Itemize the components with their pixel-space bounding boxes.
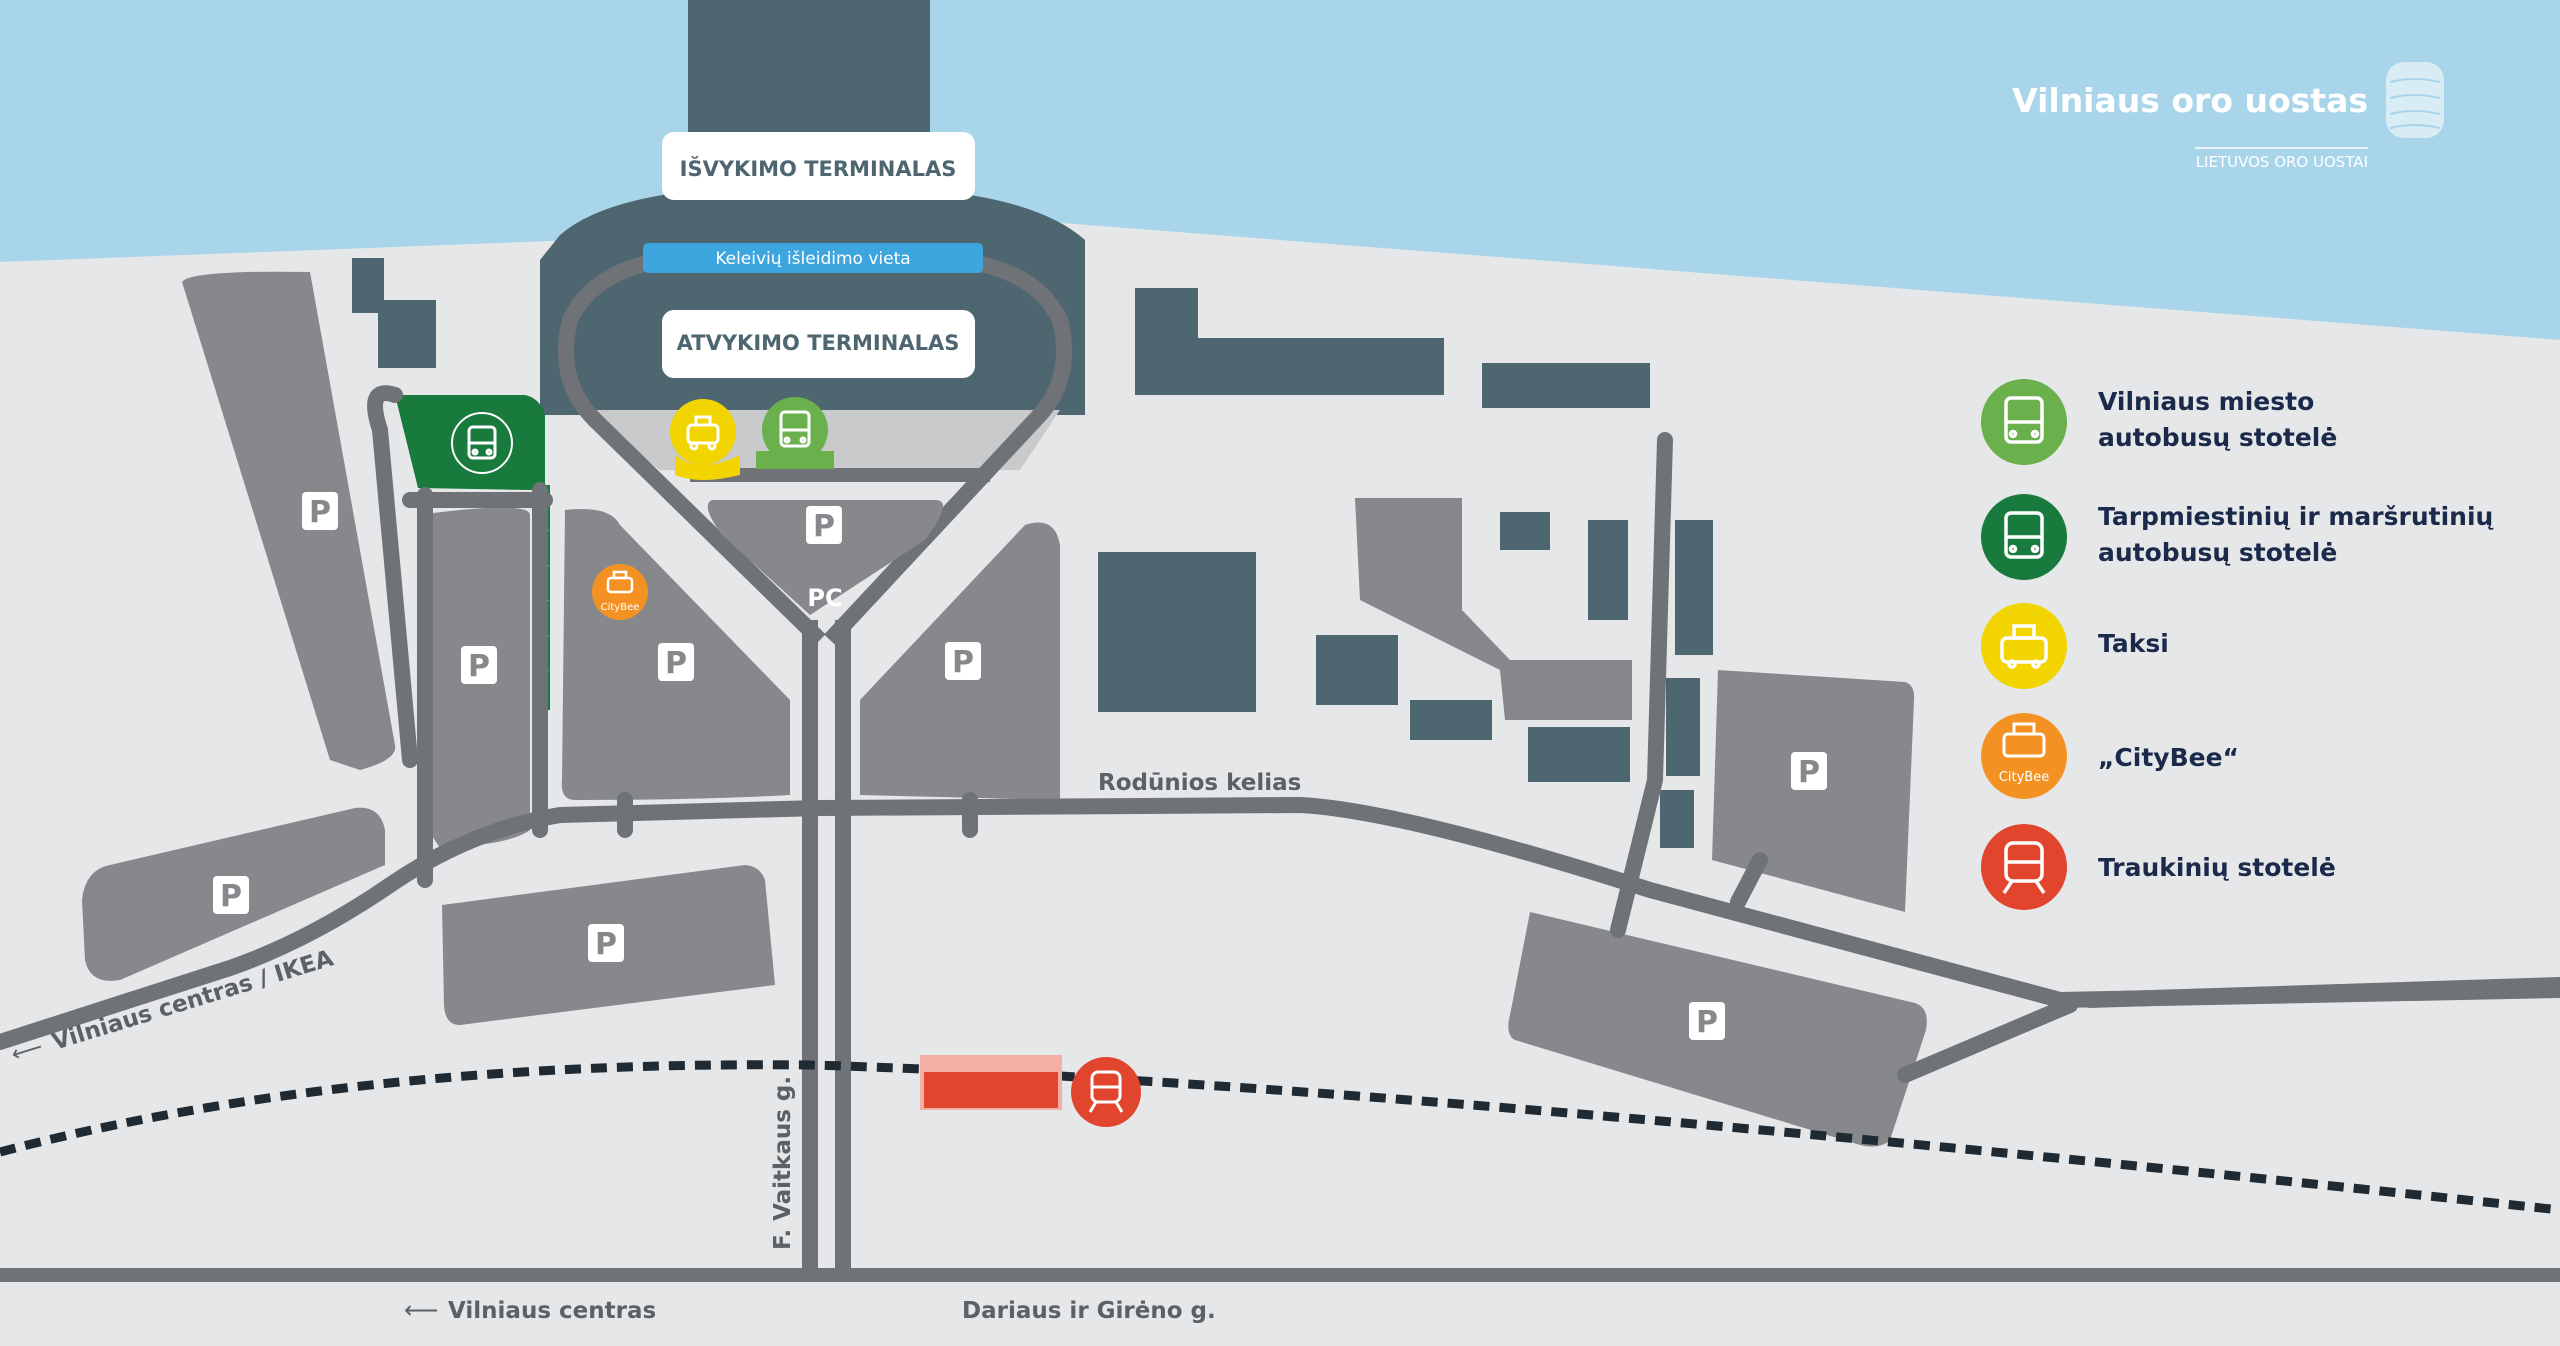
road — [2082, 977, 2560, 1008]
building — [378, 300, 436, 368]
main-access-road — [802, 620, 851, 1270]
building — [1482, 363, 1650, 408]
parking-sign: P — [1689, 1002, 1725, 1040]
brand-name: Vilniaus oro uostas — [2012, 81, 2368, 120]
train-icon — [1088, 1070, 1124, 1113]
svg-text:P: P — [952, 645, 974, 680]
brand-logo-icon — [2386, 62, 2444, 138]
building — [1666, 678, 1700, 776]
parking-sign: P — [806, 506, 842, 544]
building — [1135, 288, 1444, 395]
pc-label: PC — [807, 584, 842, 612]
building — [1500, 512, 1550, 550]
parking-sign: P — [461, 646, 497, 684]
building — [1588, 520, 1628, 620]
legend-label: „CityBee“ — [2098, 743, 2239, 772]
departure-terminal-label: IŠVYKIMO TERMINALAS — [680, 156, 957, 181]
bus-icon — [2004, 396, 2044, 444]
map-intercity-bus-stop[interactable] — [451, 412, 513, 474]
parking-sign: P — [302, 492, 338, 530]
svg-text:P: P — [309, 495, 331, 530]
arrow-left-icon: ⟵ — [404, 1296, 438, 1324]
svg-text:P: P — [468, 649, 490, 684]
legend-label: autobusų stotelė — [2098, 538, 2337, 567]
map-citybee-stop[interactable]: CityBee — [592, 564, 648, 620]
road — [0, 796, 2560, 1050]
building — [1528, 727, 1630, 782]
road-label-dariaus: Dariaus ir Girėno g. — [962, 1298, 1216, 1324]
svg-text:P: P — [813, 509, 835, 544]
building — [1316, 635, 1398, 705]
parking-sign: P — [945, 642, 981, 680]
dropoff-label: Keleivių išleidimo vieta — [715, 249, 910, 269]
intercity-bus-area — [395, 395, 550, 710]
taxi-icon — [686, 415, 720, 451]
road-label-rodunios: Rodūnios kelias — [1098, 770, 1301, 796]
sky-area — [0, 0, 2560, 340]
road — [1897, 997, 2078, 1083]
parking-lot — [182, 271, 396, 770]
legend-item-taxi: Taksi — [1981, 603, 2169, 689]
svg-text:P: P — [1696, 1005, 1718, 1040]
road — [1730, 852, 1768, 910]
svg-text:P: P — [595, 927, 617, 962]
building — [1675, 520, 1713, 655]
legend-item-citybee: CityBee „CityBee“ — [1981, 713, 2239, 799]
legend-label: Tarpmiestinių ir maršrutinių — [2098, 502, 2494, 531]
parking-markers: P P P P P P P P P — [213, 492, 1827, 1040]
parking-sign: P — [588, 924, 624, 962]
parking-lot — [1712, 670, 1915, 912]
parking-sign: P — [213, 876, 249, 914]
buildings — [352, 258, 1713, 848]
building — [1098, 552, 1256, 712]
citybee-legend-small-label: CityBee — [1999, 770, 2049, 785]
map-taxi-stop[interactable] — [670, 399, 740, 480]
terminal-building — [540, 190, 1085, 415]
legend-label: Taksi — [2098, 629, 2169, 658]
legend-item-intercity-bus: Tarpmiestinių ir maršrutinių autobusų st… — [1981, 494, 2494, 580]
road-label-vilniaus-centras: Vilniaus centras — [448, 1298, 656, 1324]
train-icon — [2002, 841, 2046, 894]
arrival-terminal-box — [662, 310, 975, 378]
train-platform — [924, 1072, 1058, 1108]
arrival-terminal-label: ATVYKIMO TERMINALAS — [677, 331, 960, 355]
parking-lot — [707, 500, 943, 615]
dariaus-road — [0, 1268, 2560, 1282]
legend-item-train: Traukinių stotelė — [1981, 824, 2336, 910]
legend-label: autobusų stotelė — [2098, 423, 2337, 452]
departure-terminal-box — [662, 132, 975, 200]
car-icon — [2002, 722, 2046, 758]
bus-icon — [467, 425, 497, 460]
railway — [0, 1060, 2560, 1215]
svg-text:P: P — [220, 879, 242, 914]
parking-sign: P — [1791, 752, 1827, 790]
map-train-stop[interactable] — [1071, 1057, 1141, 1127]
legend-item-city-bus: Vilniaus miesto autobusų stotelė — [1981, 379, 2337, 465]
road-label-vaitkaus: F. Vaitkaus g. — [770, 1076, 796, 1250]
legend-label: Traukinių stotelė — [2098, 853, 2336, 882]
map-city-bus-stop[interactable] — [756, 397, 834, 469]
bus-icon — [779, 410, 811, 448]
legend: Vilniaus miesto autobusų stotelė Tarpmie… — [1981, 379, 2494, 910]
building — [1410, 700, 1492, 740]
building — [1660, 790, 1694, 848]
legend-label: Vilniaus miesto — [2098, 387, 2314, 416]
road — [1610, 432, 1673, 938]
citybee-small-label: CityBee — [601, 602, 640, 613]
roads — [0, 385, 2560, 1083]
brand-tagline: LIETUVOS ORO UOSTAI — [2196, 153, 2368, 171]
road — [367, 385, 418, 768]
car-icon — [606, 570, 634, 594]
dropoff-strip — [643, 243, 983, 273]
taxi-icon — [2000, 624, 2048, 669]
bus-icon — [2004, 511, 2044, 559]
service-building — [1355, 498, 1632, 720]
svg-text:P: P — [665, 646, 687, 681]
svg-text:P: P — [1798, 755, 1820, 790]
parking-sign: P — [658, 643, 694, 681]
